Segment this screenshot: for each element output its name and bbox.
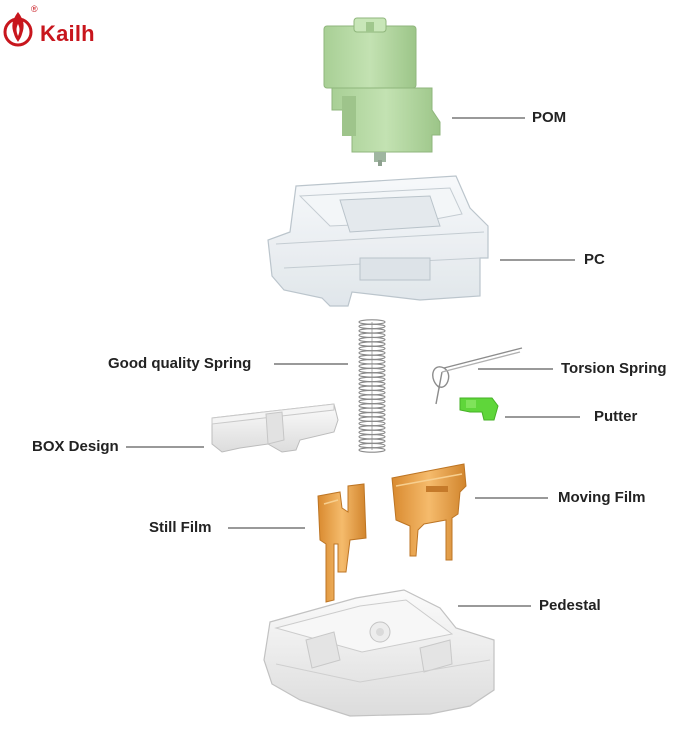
moving-film [391,463,467,561]
kailh-flame-icon [3,12,33,47]
spring-coil [358,447,386,453]
pom-stem [323,17,441,166]
brand-name: Kailh [40,21,95,46]
label-moving-film: Moving Film [558,489,646,506]
leader-lines [126,117,580,607]
still-film [317,483,367,603]
label-putter: Putter [594,408,638,425]
main-spring [358,319,386,453]
label-pom: POM [532,109,567,126]
box-design-slider [211,403,339,453]
label-box-design: BOX Design [32,438,119,455]
putter [459,397,499,421]
label-pc: PC [584,251,605,268]
label-spring: Good quality Spring [108,355,252,372]
pc-top-housing [267,175,489,307]
label-pedestal: Pedestal [539,597,601,614]
torsion-spring [432,347,523,405]
pedestal [263,589,495,717]
kailh-logo: ® Kailh [2,4,142,54]
registered-mark: ® [31,4,38,14]
label-torsion-spring: Torsion Spring [561,360,667,377]
label-still-film: Still Film [149,519,212,536]
